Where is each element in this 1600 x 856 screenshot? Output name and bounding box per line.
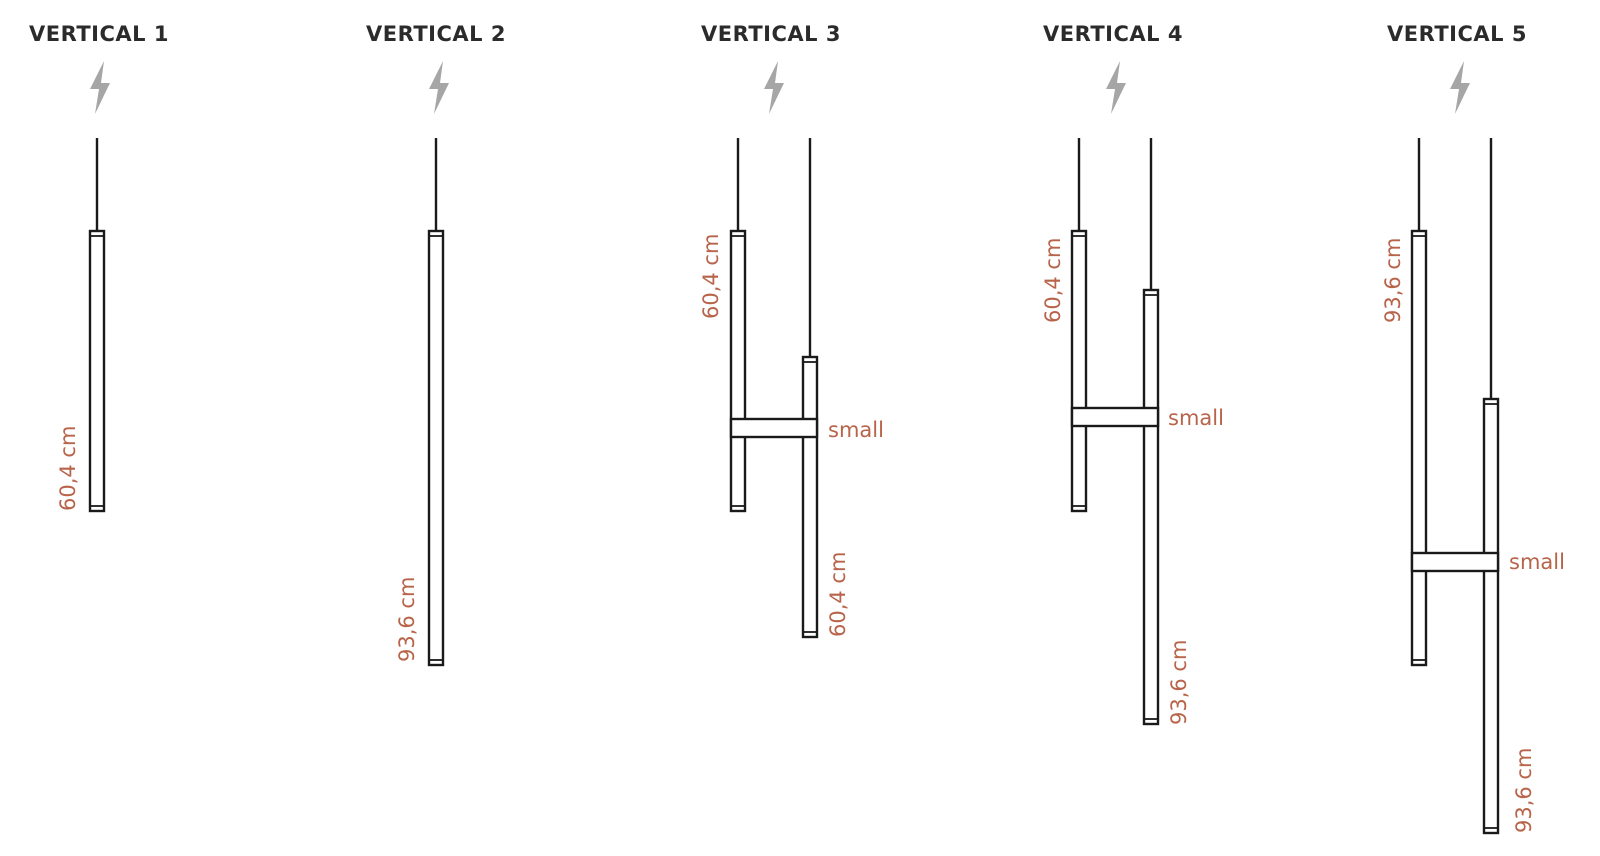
- tube: [427, 229, 445, 667]
- connector-label: small: [828, 418, 884, 442]
- variant-2: VERTICAL 2 93,6 cm: [366, 22, 506, 667]
- lightning-bolt-icon: [1450, 61, 1470, 114]
- variant-3: VERTICAL 3 60,4 cm 60,4 cm small: [699, 22, 884, 639]
- tube: [88, 229, 106, 513]
- lightning-bolt-icon: [764, 61, 784, 114]
- tube-length-label: 93,6 cm: [395, 577, 419, 662]
- lightning-bolt-icon: [1106, 61, 1126, 114]
- connector-small: [1070, 406, 1160, 428]
- variant-3-title: VERTICAL 3: [701, 22, 841, 46]
- tube-length-label: 60,4 cm: [699, 234, 723, 319]
- tube-right: [1142, 288, 1160, 726]
- connector-label: small: [1509, 550, 1565, 574]
- tube-right: [801, 355, 819, 639]
- variant-1-title: VERTICAL 1: [29, 22, 169, 46]
- tube-left: [1070, 229, 1088, 513]
- tube-length-label: 93,6 cm: [1381, 238, 1405, 323]
- variant-1: VERTICAL 1 60,4 cm: [29, 22, 169, 513]
- lightning-bolt-icon: [429, 61, 449, 114]
- tube-right: [1482, 397, 1500, 835]
- lightning-bolt-icon: [90, 61, 110, 114]
- tube-length-label: 93,6 cm: [1512, 748, 1536, 833]
- connector-small: [729, 417, 819, 439]
- tube-length-label: 60,4 cm: [56, 426, 80, 511]
- variant-5-title: VERTICAL 5: [1387, 22, 1527, 46]
- tube-length-label: 93,6 cm: [1167, 640, 1191, 725]
- tube-length-label: 60,4 cm: [1041, 238, 1065, 323]
- variant-4: VERTICAL 4 60,4 cm 93,6 cm small: [1041, 22, 1224, 726]
- tube-length-label: 60,4 cm: [826, 552, 850, 637]
- tube-left: [1410, 229, 1428, 667]
- variant-5: VERTICAL 5 93,6 cm 93,6 cm small: [1381, 22, 1565, 835]
- connector-small: [1410, 551, 1500, 573]
- variant-4-title: VERTICAL 4: [1043, 22, 1183, 46]
- tube-left: [729, 229, 747, 513]
- connector-label: small: [1168, 406, 1224, 430]
- variant-2-title: VERTICAL 2: [366, 22, 506, 46]
